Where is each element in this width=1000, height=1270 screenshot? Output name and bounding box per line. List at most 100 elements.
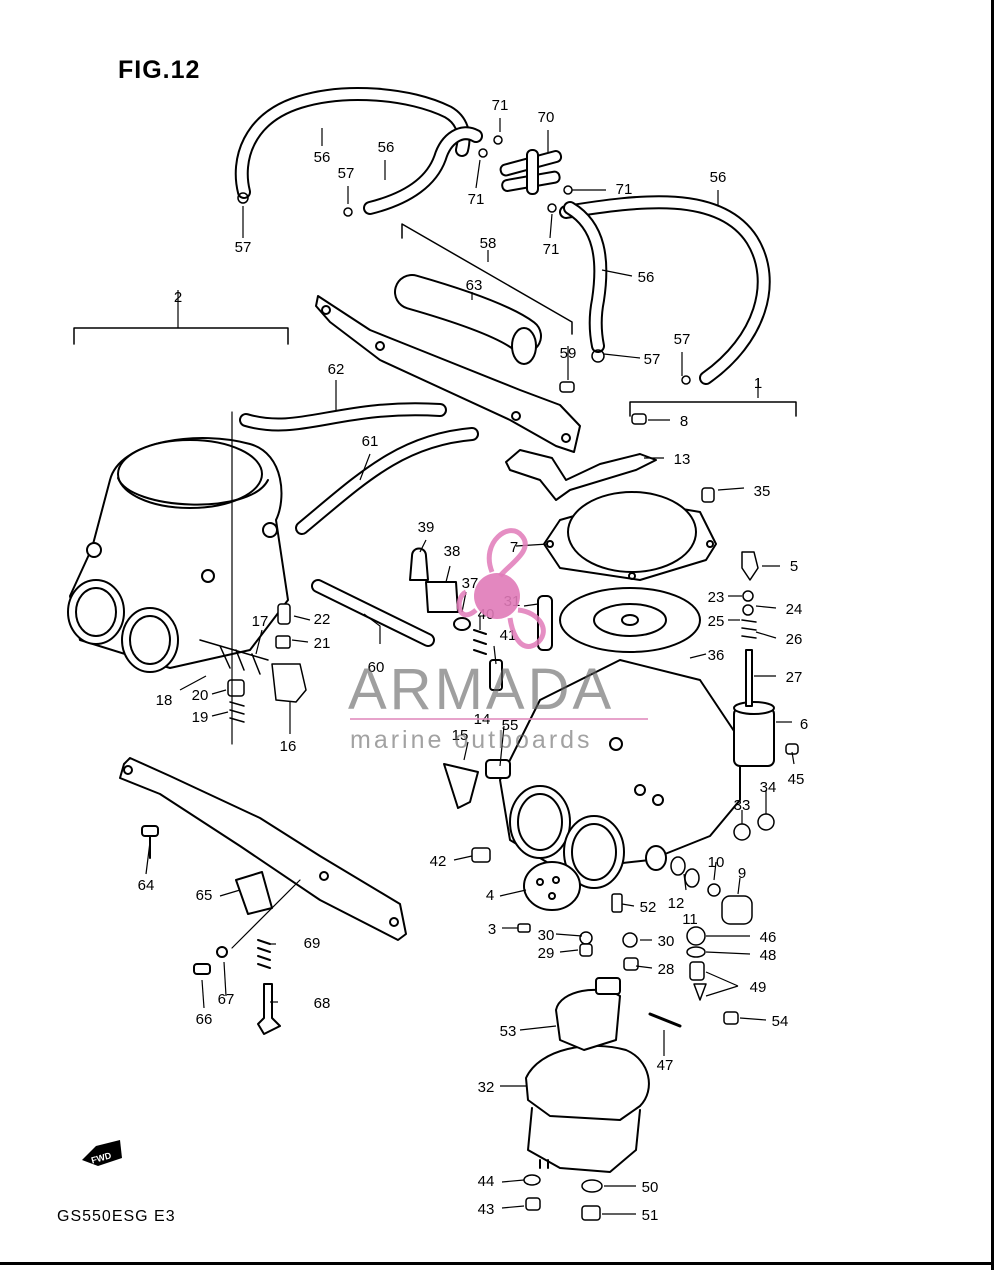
callout-30: 30	[538, 927, 555, 944]
drain-parts-bottom	[523, 1174, 603, 1221]
callout-49: 49	[750, 979, 767, 996]
callout-5: 5	[790, 558, 798, 575]
callout-25: 25	[708, 613, 725, 630]
callout-60: 60	[368, 659, 385, 676]
diaphragm-cover-7	[543, 491, 717, 581]
callout-45: 45	[788, 771, 805, 788]
callout-36: 36	[708, 647, 725, 664]
callout-27: 27	[786, 669, 803, 686]
callout-57: 57	[235, 239, 252, 256]
callout-56: 56	[314, 149, 331, 166]
vent-hose-56-right	[559, 195, 771, 385]
watermark-divider	[350, 718, 648, 720]
callout-33: 33	[734, 797, 751, 814]
figure-title: FIG.12	[118, 56, 201, 84]
callout-8: 8	[680, 413, 688, 430]
callout-35: 35	[754, 483, 771, 500]
watermark-tagline: marine outboards	[350, 726, 593, 754]
group-bracket-1	[629, 401, 797, 417]
callout-18: 18	[156, 692, 173, 709]
diaphragm-piston-28	[559, 587, 701, 653]
callout-22: 22	[314, 611, 331, 628]
link-plate-parts	[119, 757, 407, 1035]
callout-61: 61	[362, 433, 379, 450]
callout-17: 17	[252, 613, 269, 630]
callout-52: 52	[640, 899, 657, 916]
callout-70: 70	[538, 109, 555, 126]
callout-65: 65	[196, 887, 213, 904]
page-border-bottom	[0, 1262, 994, 1265]
callout-30: 30	[658, 933, 675, 950]
callout-47: 47	[657, 1057, 674, 1074]
callout-53: 53	[500, 1023, 517, 1040]
vent-hose-56-left	[234, 86, 471, 199]
armada-logo-icon	[456, 528, 546, 649]
callout-15: 15	[452, 727, 469, 744]
bracket-58	[315, 295, 581, 453]
hose-61	[295, 427, 479, 535]
callout-56: 56	[638, 269, 655, 286]
callout-58: 58	[480, 235, 497, 252]
callout-16: 16	[280, 738, 297, 755]
link-bracket-13	[505, 449, 657, 501]
callout-59: 59	[560, 345, 577, 362]
callout-43: 43	[478, 1201, 495, 1218]
carburetor-right	[499, 659, 741, 889]
bracket-group-line	[401, 223, 573, 335]
callout-57: 57	[644, 351, 661, 368]
callout-12: 12	[668, 895, 685, 912]
callout-50: 50	[642, 1179, 659, 1196]
callout-56: 56	[710, 169, 727, 186]
small-parts-right	[471, 381, 799, 1028]
callout-57: 57	[338, 165, 355, 182]
callout-71: 71	[616, 181, 633, 198]
leader-lines	[145, 118, 795, 1215]
callout-labels: 1234567891011121314151617181920212223242…	[138, 97, 809, 1224]
vent-hose-56-mid	[363, 126, 483, 215]
callout-46: 46	[760, 929, 777, 946]
hose-62	[239, 402, 447, 432]
callout-32: 32	[478, 1079, 495, 1096]
model-code: GS550ESG E3	[57, 1208, 176, 1225]
callout-23: 23	[708, 589, 725, 606]
callout-13: 13	[674, 451, 691, 468]
hose-clips	[237, 135, 691, 385]
group-bracket-2	[73, 327, 289, 345]
callout-62: 62	[328, 361, 345, 378]
callout-55: 55	[502, 717, 519, 734]
callout-39: 39	[418, 519, 435, 536]
float-53	[555, 977, 621, 1051]
callout-68: 68	[314, 995, 331, 1012]
callout-69: 69	[304, 935, 321, 952]
callout-7: 7	[510, 539, 518, 556]
vacuum-piston-6	[733, 649, 775, 767]
callout-21: 21	[314, 635, 331, 652]
callout-56: 56	[378, 139, 395, 156]
callout-71: 71	[543, 241, 560, 258]
callout-26: 26	[786, 631, 803, 648]
callout-11: 11	[682, 911, 698, 928]
callout-71: 71	[468, 191, 485, 208]
callout-66: 66	[196, 1011, 213, 1028]
callout-19: 19	[192, 709, 209, 726]
callout-10: 10	[708, 854, 725, 871]
vent-hose-56-drop	[563, 201, 608, 353]
bowl-gasket-32	[525, 1044, 650, 1173]
callout-63: 63	[466, 277, 483, 294]
callout-4: 4	[486, 887, 494, 904]
callout-20: 20	[192, 687, 209, 704]
watermark-name: ARMADA	[348, 657, 615, 722]
callout-34: 34	[760, 779, 777, 796]
callout-42: 42	[430, 853, 447, 870]
callout-48: 48	[760, 947, 777, 964]
callout-37: 37	[462, 575, 479, 592]
callout-57: 57	[674, 331, 691, 348]
callout-38: 38	[444, 543, 461, 560]
callout-44: 44	[478, 1173, 495, 1190]
callout-54: 54	[772, 1013, 789, 1030]
callout-71: 71	[492, 97, 509, 114]
callout-51: 51	[642, 1207, 659, 1224]
callout-1: 1	[754, 375, 762, 392]
